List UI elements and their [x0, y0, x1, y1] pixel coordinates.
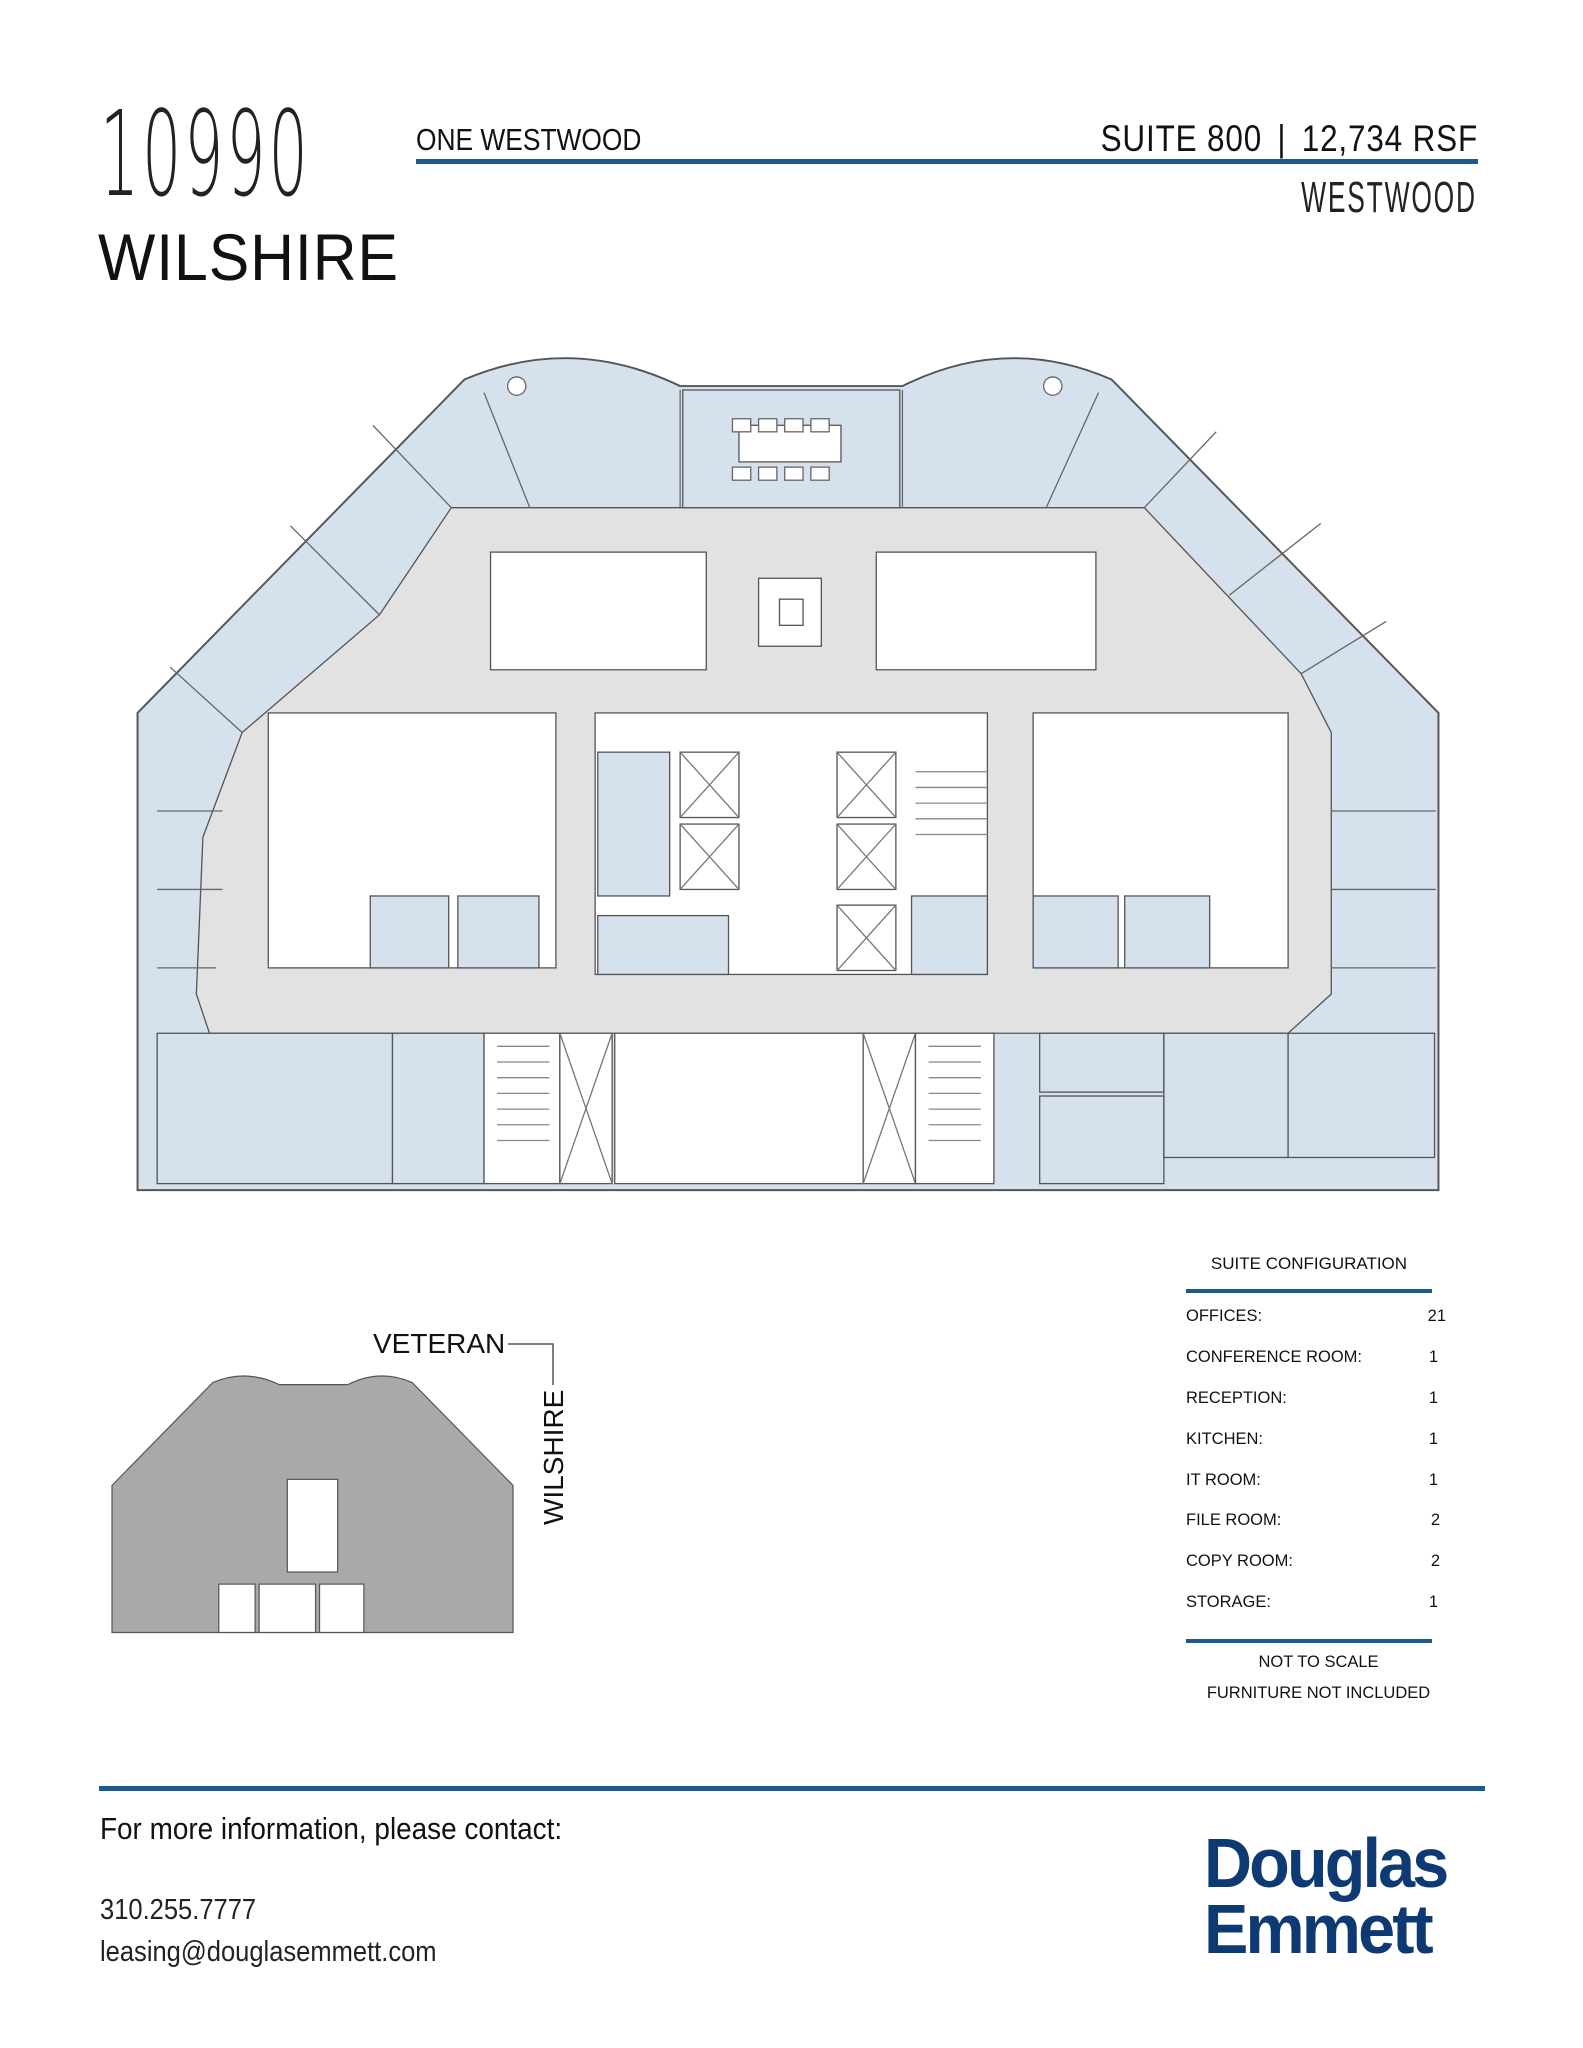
contact-prompt: For more information, please contact: [100, 1811, 563, 1846]
separator: | [1277, 118, 1287, 159]
config-label: RECEPTION: [1186, 1389, 1287, 1407]
room [597, 751, 671, 897]
config-value: 1 [1428, 1593, 1438, 1611]
office [1287, 1032, 1436, 1159]
config-label: FILE ROOM: [1186, 1511, 1282, 1529]
street-label-wilshire: WILSHIRE [538, 1389, 569, 1525]
street-label-veteran: VETERAN [373, 1328, 506, 1359]
config-row-kitchen: KITCHEN: 1 [1186, 1430, 1438, 1450]
config-value: 1 [1428, 1348, 1438, 1366]
key-map [111, 1375, 514, 1634]
note-not-to-scale: NOT TO SCALE [1258, 1653, 1379, 1671]
config-value: 1 [1428, 1471, 1438, 1489]
config-label: STORAGE: [1186, 1593, 1271, 1611]
config-label: OFFICES: [1186, 1307, 1263, 1325]
submarket: WESTWOOD [1301, 173, 1477, 222]
contact-email[interactable]: leasing@douglasemmett.com [100, 1936, 437, 1968]
config-label: IT ROOM: [1186, 1471, 1261, 1489]
config-label: COPY ROOM: [1186, 1552, 1293, 1570]
config-divider-top [1186, 1289, 1432, 1293]
config-row-reception: RECEPTION: 1 [1186, 1389, 1438, 1409]
room [597, 914, 730, 976]
config-value: 2 [1430, 1552, 1440, 1570]
suite-number: SUITE 800 [1100, 118, 1263, 159]
config-value: 21 [1427, 1307, 1446, 1325]
config-row-it-room: IT ROOM: 1 [1186, 1471, 1438, 1491]
office [369, 895, 450, 969]
header-divider [416, 159, 1478, 164]
restrooms [614, 1032, 864, 1185]
config-value: 2 [1430, 1511, 1440, 1529]
kitchen [156, 1032, 394, 1185]
office [457, 895, 540, 969]
street-leader-line [508, 1343, 554, 1385]
workstations-nw [489, 551, 707, 671]
suite-configuration-title: SUITE CONFIGURATION [1210, 1254, 1408, 1273]
config-label: KITCHEN: [1186, 1430, 1264, 1448]
config-row-storage: STORAGE: 1 [1186, 1593, 1438, 1613]
config-value: 1 [1428, 1430, 1438, 1448]
config-row-copy-room: COPY ROOM: 2 [1186, 1552, 1440, 1572]
footer-divider [99, 1786, 1485, 1791]
suite-info: SUITE 800 | 12,734 RSF [1101, 120, 1478, 157]
logo-line-1: Douglas [1204, 1824, 1449, 1902]
reception-desk-inner [778, 598, 804, 626]
office [1163, 1032, 1289, 1159]
douglas-emmett-logo: Douglas Emmett [1204, 1824, 1449, 1968]
office [1032, 895, 1119, 969]
note-furniture: FURNITURE NOT INCLUDED [1206, 1684, 1431, 1702]
config-label: CONFERENCE ROOM: [1186, 1348, 1363, 1366]
office-partitions [157, 389, 1436, 969]
office [1124, 895, 1211, 969]
contact-phone[interactable]: 310.255.7777 [100, 1894, 257, 1926]
room [1039, 1032, 1165, 1093]
room [910, 895, 989, 976]
config-divider-bottom [1186, 1639, 1432, 1643]
config-row-conference: CONFERENCE ROOM: 1 [1186, 1348, 1438, 1368]
logo-line-2: Emmett [1204, 1890, 1434, 1968]
furniture [506, 376, 1063, 481]
building-street: WILSHIRE [98, 220, 399, 294]
floor-plan [136, 357, 1440, 1192]
building-number: 10990 [100, 85, 311, 223]
elevator-crosses [679, 751, 897, 971]
workstations-ne [875, 551, 1097, 671]
stair-treads [497, 771, 988, 1142]
config-row-offices: OFFICES: 21 [1186, 1307, 1446, 1327]
room [1039, 1095, 1165, 1185]
suite-area: 12,734 RSF [1301, 118, 1478, 159]
building-name: ONE WESTWOOD [416, 122, 642, 157]
config-row-file-room: FILE ROOM: 2 [1186, 1511, 1440, 1531]
config-value: 1 [1428, 1389, 1438, 1407]
room [391, 1032, 485, 1185]
